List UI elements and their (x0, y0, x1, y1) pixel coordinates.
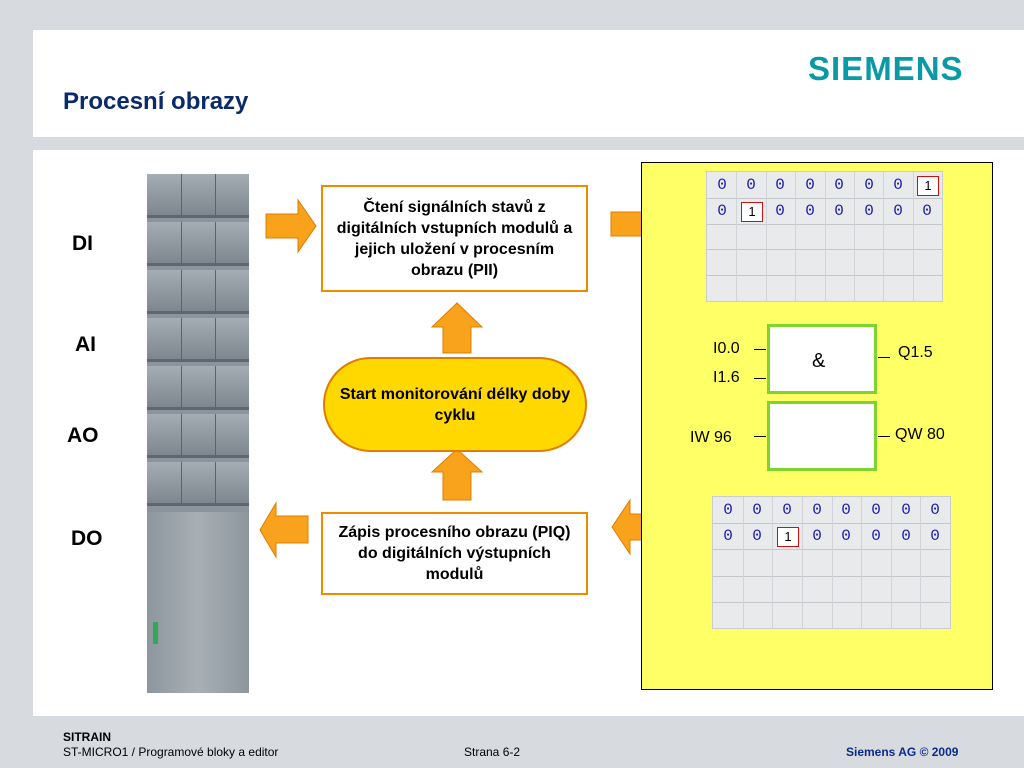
bit-cell: 0 (773, 499, 801, 521)
bit-cell: 0 (892, 525, 920, 547)
arrow-up-icon (432, 303, 482, 353)
arrow-left-icon (260, 503, 308, 557)
input-iw96: IW 96 (690, 429, 732, 447)
bit-cell: 0 (803, 499, 831, 521)
grid-line (913, 172, 914, 301)
word-transfer-box (767, 401, 877, 471)
arrow-right-icon (266, 200, 316, 252)
bit-cell: 0 (892, 499, 920, 521)
read-inputs-box: Čtení signálních stavů z digitálních vst… (321, 185, 588, 292)
bit-cell: 0 (921, 499, 949, 521)
bit-cell: 0 (862, 499, 890, 521)
bit-cell: 0 (737, 174, 765, 196)
footer-course: ST-MICRO1 / Programové bloky a editor (63, 745, 278, 759)
cycle-start-box: Start monitorování délky doby cyklu (323, 357, 587, 452)
arrow-up-icon (432, 449, 482, 500)
input-i0-0: I0.0 (713, 340, 740, 358)
bit-cell: 0 (862, 525, 890, 547)
bit-cell: 1 (917, 176, 939, 196)
bit-cell: 0 (921, 525, 949, 547)
bit-cell: 0 (855, 200, 883, 222)
input-i1-6: I1.6 (713, 369, 740, 387)
bit-cell: 0 (825, 200, 853, 222)
connector-line (754, 378, 766, 379)
bit-cell: 0 (766, 174, 794, 196)
bit-cell: 0 (832, 499, 860, 521)
read-inputs-text: Čtení signálních stavů z digitálních vst… (323, 197, 586, 281)
bit-cell: 0 (855, 174, 883, 196)
bit-cell: 0 (796, 174, 824, 196)
bit-cell: 0 (832, 525, 860, 547)
footer-page: Strana 6-2 (464, 745, 520, 759)
bit-cell: 0 (708, 200, 736, 222)
bit-cell: 0 (884, 200, 912, 222)
bit-cell: 0 (884, 174, 912, 196)
output-qw80: QW 80 (895, 426, 945, 444)
bit-cell: 0 (743, 525, 771, 547)
bit-cell: 0 (825, 174, 853, 196)
connector-line (754, 436, 766, 437)
bit-cell: 0 (714, 525, 742, 547)
cycle-start-text: Start monitorování délky doby cyklu (325, 384, 585, 426)
write-outputs-box: Zápis procesního obrazu (PIQ) do digitál… (321, 512, 588, 595)
bit-cell: 0 (743, 499, 771, 521)
output-q1-5: Q1.5 (898, 344, 933, 362)
bit-cell: 0 (803, 525, 831, 547)
footer-brand: SITRAIN (63, 730, 111, 744)
bit-cell: 1 (741, 202, 763, 222)
bit-cell: 1 (777, 527, 799, 547)
and-gate-symbol: & (812, 350, 825, 373)
write-outputs-text: Zápis procesního obrazu (PIQ) do digitál… (323, 522, 586, 585)
bit-cell: 0 (766, 200, 794, 222)
bit-cell: 0 (714, 499, 742, 521)
bit-cell: 0 (913, 200, 941, 222)
connector-line (754, 349, 766, 350)
bit-cell: 0 (708, 174, 736, 196)
connector-line (878, 436, 890, 437)
footer-copyright: Siemens AG © 2009 (846, 745, 958, 759)
bit-cell: 0 (796, 200, 824, 222)
connector-line (878, 357, 890, 358)
